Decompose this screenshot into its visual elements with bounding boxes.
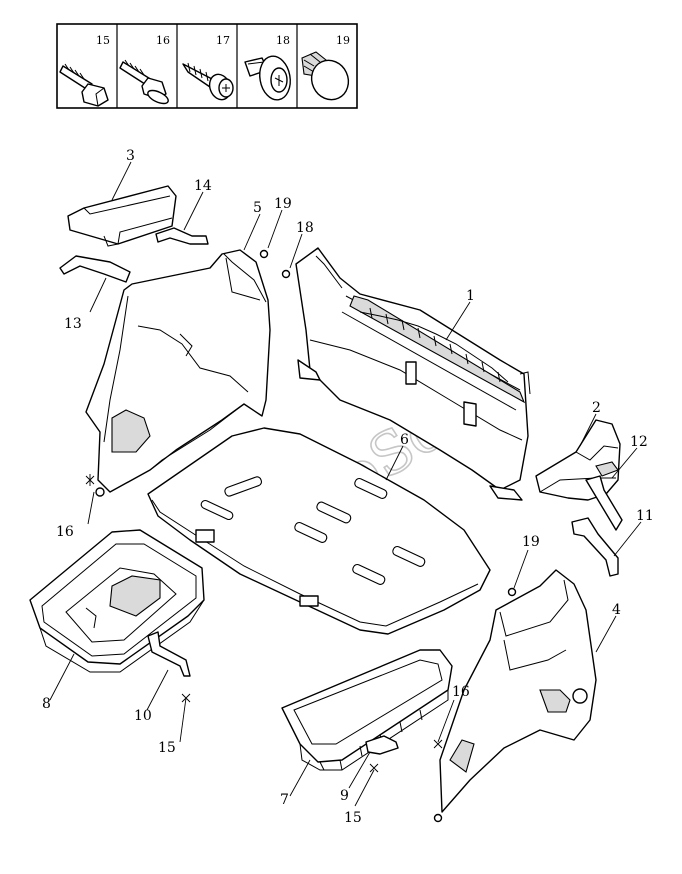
callout-7: 7: [280, 792, 289, 808]
callout-16b: 16: [452, 684, 470, 700]
self-tapping-screw-icon: [182, 62, 234, 101]
callout-4: 4: [612, 602, 621, 618]
callout-14: 14: [194, 178, 212, 194]
callout-6: 6: [400, 432, 409, 448]
callout-15b: 15: [344, 810, 362, 826]
legend-number-15: 15: [96, 34, 110, 47]
callout-12: 12: [630, 434, 648, 450]
callout-19b: 19: [522, 534, 540, 550]
callout-11: 11: [636, 508, 654, 524]
clip-19-right: [507, 587, 517, 597]
callout-1: 1: [466, 288, 475, 304]
callout-13: 13: [64, 316, 82, 332]
part-3-trim-cover: [67, 185, 177, 247]
part-5-left-side-trim: [85, 249, 271, 497]
flange-bolt-icon: [119, 59, 169, 105]
part-11-bracket: [571, 517, 619, 577]
part-7-side-box: [281, 649, 453, 771]
callout-10: 10: [134, 708, 152, 724]
part-13-bracket: [59, 255, 131, 283]
part-14-bracket: [155, 227, 209, 245]
legend-number-17: 17: [216, 34, 230, 47]
fastener-legend: 15 16 17 18 19: [56, 23, 358, 109]
legend-number-19: 19: [336, 34, 350, 47]
part-10-bracket: [147, 631, 191, 677]
legend-number-18: 18: [276, 34, 290, 47]
part-8-storage-tub: [29, 529, 205, 673]
fastener-markers: [85, 474, 443, 773]
callout-3: 3: [126, 148, 135, 164]
part-9-bracket: [365, 735, 399, 755]
bolt-icon: [59, 63, 109, 107]
callout-numbers: 1 2 3 4 5 6 7 8 9 10 11 12 13 14 15 15 1…: [42, 148, 654, 826]
callout-18: 18: [296, 220, 314, 236]
part-4-right-side-trim: [433, 569, 597, 823]
callout-9: 9: [340, 788, 349, 804]
callout-5: 5: [253, 200, 262, 216]
clip-19-left: [259, 249, 269, 259]
part-6-floor-mat: [147, 427, 491, 635]
callout-2: 2: [592, 400, 601, 416]
plastic-rivet-icon: [244, 55, 291, 101]
push-clip-icon: [301, 51, 350, 101]
callout-16a: 16: [56, 524, 74, 540]
callout-8: 8: [42, 696, 51, 712]
legend-number-16: 16: [156, 34, 170, 47]
part-1-rear-panel-trim: [295, 247, 531, 501]
leader-lines: [49, 161, 642, 807]
clip-18: [281, 269, 291, 279]
callout-15a: 15: [158, 740, 176, 756]
part-2-right-trim-cover: [535, 419, 621, 501]
callout-19a: 19: [274, 196, 292, 212]
part-12-bracket: [585, 475, 623, 531]
